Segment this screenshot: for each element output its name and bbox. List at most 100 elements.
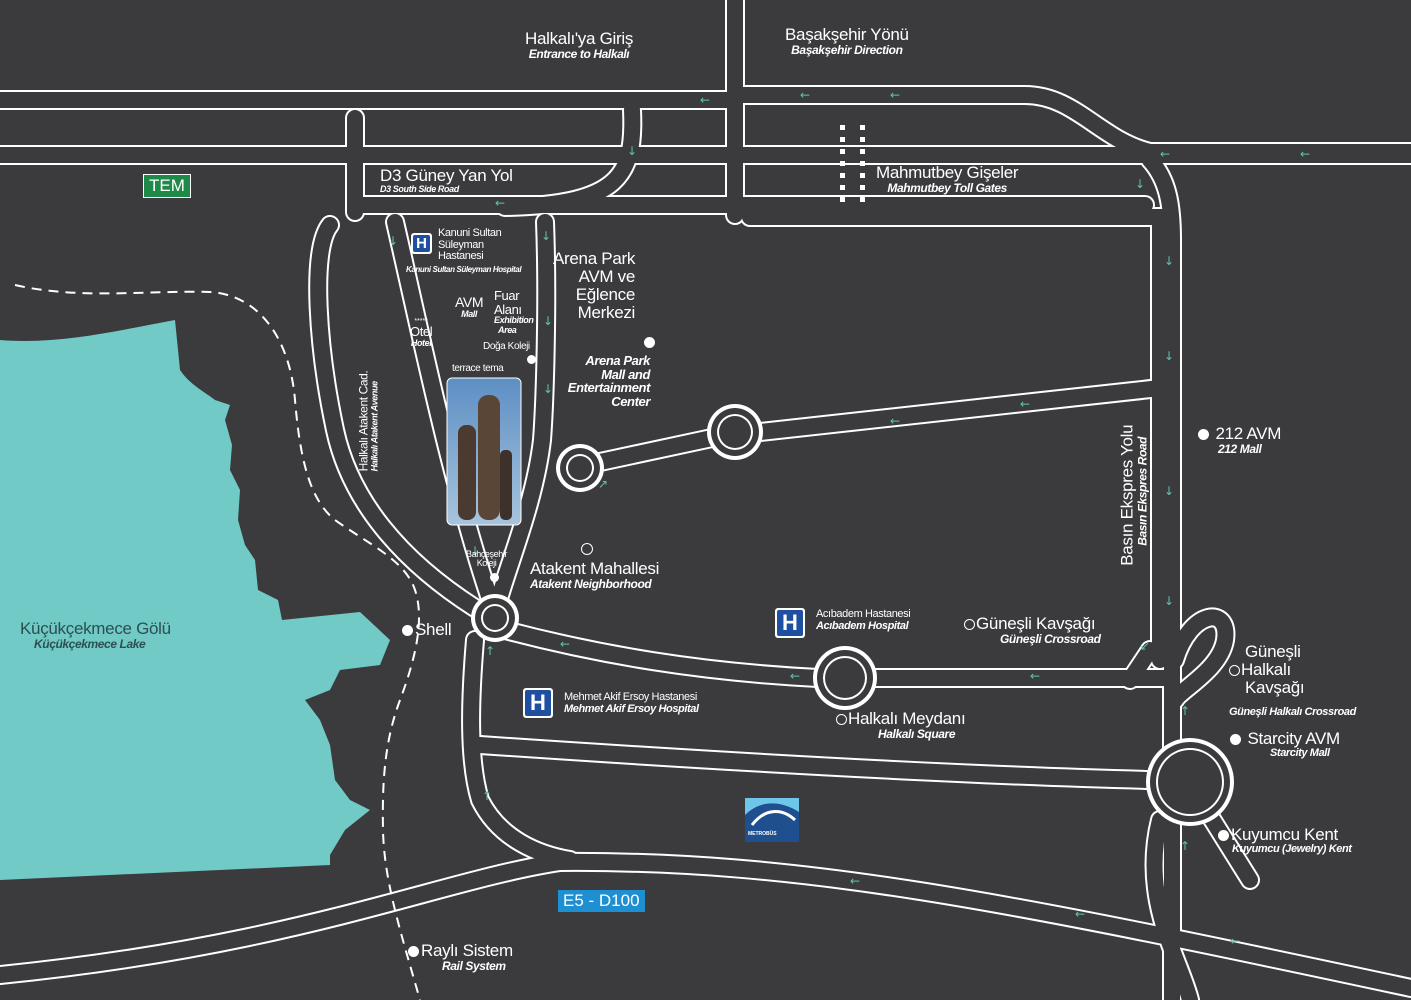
label-tr: Basın Ekspres Yolu xyxy=(1117,424,1137,566)
direction-arrow-icon: ↓ xyxy=(1164,349,1174,363)
tem-badge: TEM xyxy=(143,174,191,198)
label-shell: Shell xyxy=(402,620,452,639)
label-en: Mall xyxy=(461,308,477,319)
label-en: Center xyxy=(611,393,650,409)
road-fill-8 xyxy=(742,209,1168,668)
label-tr: Eğlence xyxy=(575,284,636,304)
direction-arrow-icon: ← xyxy=(560,637,570,651)
label-en: Kuyumcu (Jewelry) Kent xyxy=(1232,842,1352,855)
hospital-icon: H xyxy=(775,608,805,638)
roundabout xyxy=(568,456,592,480)
label-en: Arena Park xyxy=(585,353,650,368)
halkali-meydani-marker xyxy=(836,714,847,726)
label-en: Hotel xyxy=(410,337,432,348)
direction-arrow-icon: ↓ xyxy=(1164,254,1174,268)
metrobus-logo xyxy=(745,798,799,842)
road-fill-18 xyxy=(1167,609,1234,708)
roundabout xyxy=(483,606,507,630)
label-avm: AVM Mall xyxy=(455,295,484,319)
metrobus-label: METROBÜS xyxy=(748,831,777,837)
direction-arrow-icon: ↗ xyxy=(598,477,608,491)
gunesli-kavsagi-marker xyxy=(964,619,975,631)
road-fill-10 xyxy=(592,430,720,470)
label-tr: Kuyumcu Kent xyxy=(1231,825,1338,844)
label-tr: Küçükçekmece Gölü xyxy=(20,619,171,638)
label-en: Basın Ekspres Road xyxy=(1135,436,1150,546)
label-text: Koleji xyxy=(476,558,497,569)
direction-arrow-icon: ↓ xyxy=(543,382,553,396)
direction-arrow-icon: ↓ xyxy=(1135,177,1145,191)
label-en: Mahmutbey Toll Gates xyxy=(887,180,1007,195)
rail-line xyxy=(14,284,421,1000)
e5-badge: E5 - D100 xyxy=(558,890,645,912)
hospital-icon: H xyxy=(523,688,553,718)
label-arena-park: Arena Park AVM ve Eğlence Merkezi xyxy=(553,250,635,321)
label-text: Shell xyxy=(415,620,452,639)
label-tr: Güneşli Kavşağı xyxy=(976,614,1096,633)
rail-marker xyxy=(408,946,419,958)
label-en: Starcity Mall xyxy=(1270,746,1330,759)
label-tr: 212 AVM xyxy=(1215,424,1282,443)
road-fill-7 xyxy=(1142,152,1180,1000)
label-tr: Mehmet Akif Ersoy Hastanesi xyxy=(564,691,697,703)
label-atakent: Atakent Mahallesi Atakent Neighborhood xyxy=(530,560,659,590)
direction-arrow-icon: ← xyxy=(495,196,505,210)
direction-arrow-icon: ↓ xyxy=(541,229,551,243)
label-en: Rail System xyxy=(442,958,506,973)
label-tr: Kavşağı xyxy=(1245,677,1305,697)
gunesli-halkali-marker xyxy=(1229,664,1240,676)
label-tr: Arena Park xyxy=(553,249,636,268)
label-en: Exhibition xyxy=(494,315,534,326)
direction-arrow-icon: ← xyxy=(790,669,800,683)
direction-arrow-icon: ↙ xyxy=(1140,639,1150,653)
roundabout xyxy=(825,658,865,698)
hospital-icon-letter: H xyxy=(413,235,430,252)
label-212-avm: 212 AVM 212 Mall xyxy=(1198,425,1281,455)
label-tr: Süleyman xyxy=(438,238,484,251)
roundabout xyxy=(1158,750,1222,814)
label-en: Başakşehir Direction xyxy=(791,42,903,57)
label-tr: Halkalı Atakent Cad. xyxy=(356,370,371,472)
label-tr: Kanuni Sultan xyxy=(438,227,502,239)
direction-arrow-icon: ← xyxy=(1160,147,1170,161)
label-arena-park-en: Arena Park Mall and Entertainment Center xyxy=(556,353,651,409)
hospital-icon-letter: H xyxy=(777,610,803,636)
label-tr: Atakent Mahallesi xyxy=(530,559,660,578)
shell-marker xyxy=(402,625,413,637)
terrace-tema-photo[interactable] xyxy=(446,377,522,526)
label-tr: Otel xyxy=(410,324,433,340)
road-fill-14 xyxy=(497,622,1178,686)
direction-arrow-icon: ↓ xyxy=(543,314,553,328)
label-atakent-avenue: Halkalı Atakent Cad. Halkalı Atakent Ave… xyxy=(356,370,379,472)
atakent-marker xyxy=(581,543,593,555)
direction-arrow-icon: ← xyxy=(1020,397,1030,411)
direction-arrow-icon: ← xyxy=(800,88,810,102)
starcity-marker xyxy=(1230,734,1241,746)
label-tr: AVM ve xyxy=(578,266,636,286)
label-en: Güneşli Crossroad xyxy=(1000,631,1101,646)
label-gunesli-halkali: Güneşli Halkalı Kavşağı Güneşli Halkalı … xyxy=(1229,643,1356,718)
road-17 xyxy=(0,851,1411,998)
label-otel: ***** Otel Hotel xyxy=(410,318,433,348)
label-toll-gates: Mahmutbey Gişeler Mahmutbey Toll Gates xyxy=(876,163,1019,195)
label-en: 212 Mall xyxy=(1218,441,1262,456)
label-tr: Mahmutbey Gişeler xyxy=(876,163,1019,182)
label-en: Entrance to Halkalı xyxy=(528,46,630,61)
direction-arrow-icon: ↑ xyxy=(1180,839,1190,853)
road-fill-17 xyxy=(0,853,1411,996)
direction-arrow-icon: ← xyxy=(1300,147,1310,161)
direction-arrow-icon: ← xyxy=(700,93,710,107)
direction-arrow-icon: ↓ xyxy=(1164,484,1174,498)
label-lake: Küçükçekmece Gölü Küçükçekmece Lake xyxy=(20,620,171,650)
label-bahcesehir: Bahçeşehir Koleji xyxy=(466,549,507,569)
label-kanuni-hospital: Kanuni Sultan Süleyman Hastanesi xyxy=(438,227,502,263)
label-tr: Starcity AVM xyxy=(1247,729,1340,748)
label-rayli-sistem: Raylı Sistem Rail System xyxy=(408,942,513,972)
label-en: Mall and xyxy=(601,366,650,382)
label-en: Güneşli Halkalı Crossroad xyxy=(1229,705,1356,718)
direction-arrow-icon: ← xyxy=(1075,907,1085,921)
road-fill-13 xyxy=(310,217,483,616)
road-8 xyxy=(740,207,1170,670)
label-en: Mehmet Akif Ersoy Hospital xyxy=(564,702,699,715)
